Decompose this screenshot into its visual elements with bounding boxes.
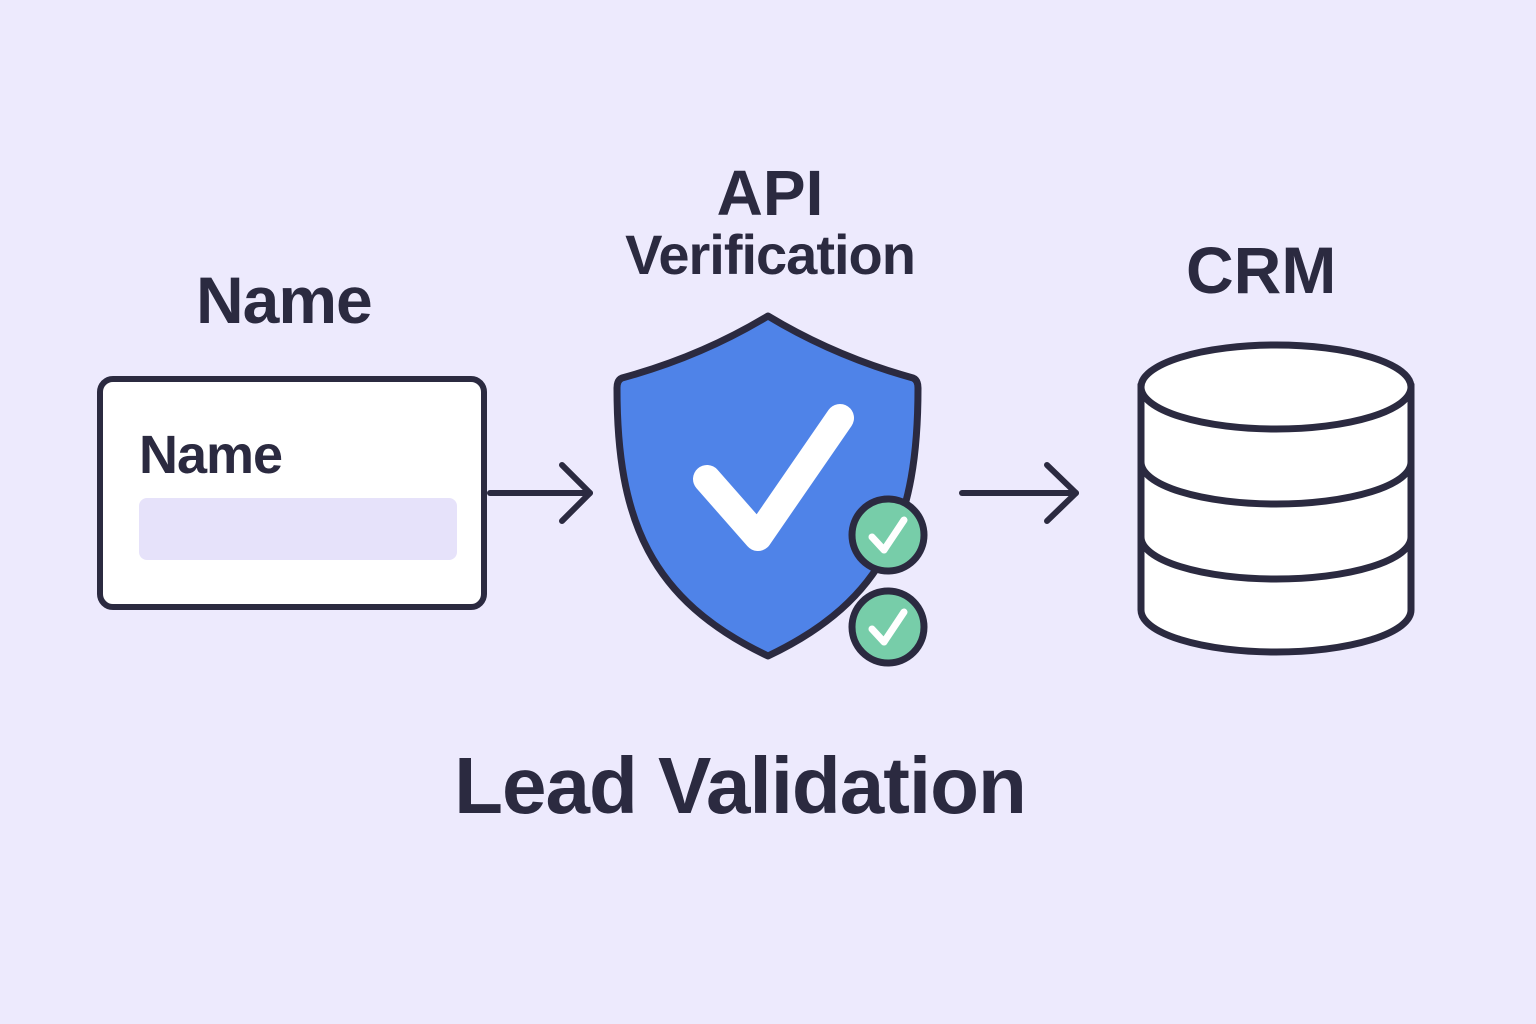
database-icon bbox=[1137, 341, 1415, 656]
step-label-api: API bbox=[716, 157, 824, 229]
step-label-verification: Verification bbox=[625, 223, 916, 286]
arrow-right-icon bbox=[487, 462, 593, 524]
check-badge-icon bbox=[848, 587, 928, 667]
form-card: Name bbox=[97, 376, 487, 610]
step-label-name: Name bbox=[196, 263, 373, 337]
name-input[interactable] bbox=[139, 498, 457, 560]
step-label-crm: CRM bbox=[1186, 233, 1337, 307]
form-field-label: Name bbox=[139, 425, 283, 485]
diagram-title: Lead Validation bbox=[454, 741, 1027, 830]
arrow-right-icon bbox=[959, 462, 1079, 524]
check-badge-icon bbox=[848, 495, 928, 575]
shield-check-icon bbox=[613, 312, 922, 660]
